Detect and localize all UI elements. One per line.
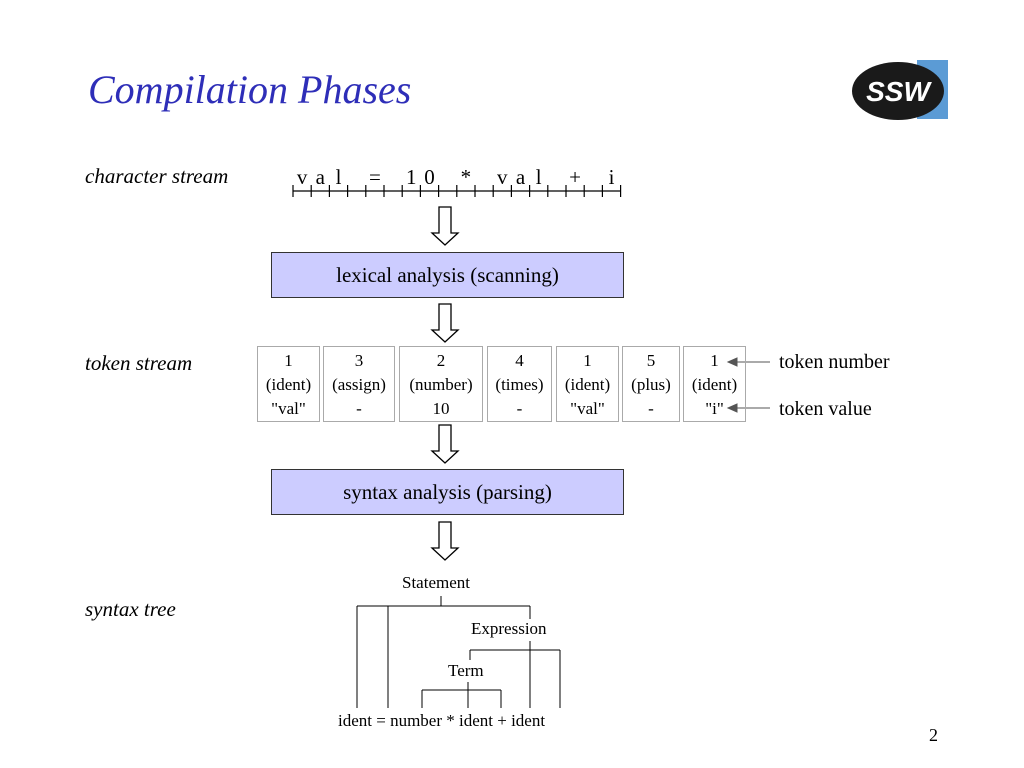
- token-value-annotation: token value: [779, 398, 872, 420]
- arrow-down-icon: [430, 206, 460, 246]
- stream-char: a: [515, 165, 526, 189]
- stream-char: l: [335, 165, 342, 189]
- stream-char: l: [535, 165, 542, 189]
- token-kind: (assign): [332, 375, 386, 394]
- arrow-down-icon: [430, 303, 460, 343]
- syntax-tree-label: syntax tree: [85, 597, 176, 621]
- token-stream-label: token stream: [85, 351, 193, 375]
- arrow-left-icon: [726, 357, 738, 367]
- token-box: 1 (ident) "val": [257, 346, 320, 422]
- token-value: -: [648, 399, 654, 418]
- arrow-left-icon: [726, 403, 738, 413]
- token-box: 1 (ident) "i": [683, 346, 746, 422]
- token-value: "val": [570, 399, 605, 418]
- token-kind: (ident): [691, 375, 738, 394]
- stream-char: 1: [406, 165, 417, 189]
- token-number: 5: [646, 351, 656, 370]
- token-value: -: [516, 399, 523, 418]
- character-stream-label: character stream: [85, 164, 229, 188]
- syntax-analysis-box: syntax analysis (parsing): [271, 469, 624, 515]
- token-kind: (ident): [265, 375, 312, 394]
- stream-char: v: [296, 165, 308, 189]
- token-number: 3: [354, 351, 364, 370]
- token-value: -: [356, 399, 362, 418]
- token-kind: (plus): [631, 375, 671, 394]
- token-box: 5 (plus) -: [622, 346, 680, 422]
- token-value: 10: [432, 399, 450, 418]
- token-value: "i": [705, 399, 724, 418]
- token-kind: (ident): [564, 375, 611, 394]
- page-number: 2: [929, 725, 938, 745]
- token-number: 1: [583, 351, 592, 370]
- tree-node-statement: Statement: [402, 573, 470, 592]
- token-box: 1 (ident) "val": [556, 346, 619, 422]
- token-box: 2 (number) 10: [399, 346, 483, 422]
- stream-char: v: [497, 165, 508, 189]
- token-box: 3 (assign) -: [323, 346, 395, 422]
- token-number: 1: [284, 351, 293, 370]
- tree-node-term: Term: [448, 661, 484, 680]
- lexical-analysis-box: lexical analysis (scanning): [271, 252, 624, 298]
- token-value: "val": [271, 399, 306, 418]
- arrow-down-icon: [430, 424, 460, 464]
- tree-node-expression: Expression: [471, 619, 547, 638]
- stream-char: 0: [424, 165, 435, 189]
- arrow-down-icon: [430, 521, 460, 561]
- token-kind: (times): [495, 375, 544, 394]
- stream-char: a: [315, 165, 325, 189]
- slide-title: Compilation Phases: [88, 67, 412, 112]
- stream-char: i: [608, 165, 615, 189]
- stream-char: +: [569, 165, 582, 189]
- token-number: 4: [515, 351, 524, 370]
- token-box: 4 (times) -: [487, 346, 552, 422]
- token-number: 1: [710, 351, 719, 370]
- stream-char: =: [368, 165, 381, 189]
- token-number-annotation: token number: [779, 351, 890, 373]
- token-kind: (number): [409, 375, 473, 394]
- token-number: 2: [436, 351, 446, 370]
- tree-leaves: ident = number * ident + ident: [338, 711, 546, 730]
- stream-char: *: [460, 165, 472, 189]
